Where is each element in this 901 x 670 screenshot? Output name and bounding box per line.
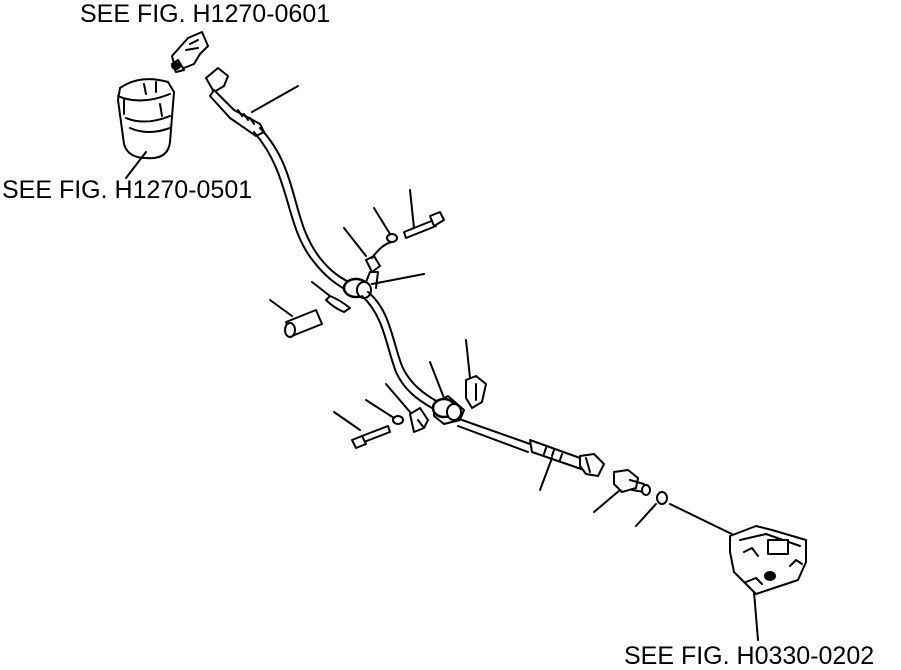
upper-small-clamp xyxy=(366,242,392,272)
leader-adapter xyxy=(594,490,620,512)
lower-hose-end xyxy=(530,440,604,476)
leader-o-ring xyxy=(636,504,656,526)
reference-label-left: SEE FIG. H1270-0501 xyxy=(2,176,253,204)
upper-hose-end xyxy=(206,68,264,136)
adapter-union xyxy=(614,470,650,495)
hose-upper xyxy=(260,128,352,284)
hose-middle-inner xyxy=(362,296,432,408)
lower-washer xyxy=(393,416,403,424)
leader-upper-clamp xyxy=(372,274,424,284)
o-ring xyxy=(657,492,667,504)
valve-block xyxy=(730,526,806,594)
leader-filter xyxy=(126,152,146,178)
hose-lower-inner xyxy=(458,426,528,452)
leader-upper-washer xyxy=(374,208,390,234)
connector-line xyxy=(670,504,740,538)
leader-lower-clamp xyxy=(430,362,444,398)
filter-bowl xyxy=(118,79,174,158)
lower-bracket xyxy=(466,376,486,408)
leader-lower-bracket xyxy=(466,340,470,378)
leader-lower-small-clamp xyxy=(386,384,410,412)
lower-clamp-cushion xyxy=(433,396,464,424)
spacer-sleeve xyxy=(285,310,322,337)
reference-label-top: SEE FIG. H1270-0601 xyxy=(80,0,331,28)
upper-clamp-cushion xyxy=(344,272,378,298)
leader-upper-bolt xyxy=(410,190,414,228)
leader-lower-bolt xyxy=(334,412,360,430)
reference-label-bottom: SEE FIG. H0330-0202 xyxy=(624,642,875,670)
leader-valve-block xyxy=(754,592,758,640)
leader-lower-washer xyxy=(366,400,394,418)
hose-upper-inner xyxy=(254,132,346,290)
leader-upper-hose xyxy=(252,86,298,112)
upper-washer xyxy=(387,234,397,242)
leader-strap xyxy=(312,282,330,296)
strap xyxy=(326,296,350,312)
leader-spacer xyxy=(270,300,292,316)
leader-lower-hose xyxy=(540,458,552,490)
leader-upper-small-clamp xyxy=(344,228,366,256)
lower-bolt xyxy=(352,426,390,448)
lower-small-clamp xyxy=(410,408,428,432)
hose-lower xyxy=(462,420,530,444)
top-elbow-fitting xyxy=(172,32,208,72)
upper-bolt xyxy=(404,212,444,238)
hose-middle xyxy=(368,292,438,402)
